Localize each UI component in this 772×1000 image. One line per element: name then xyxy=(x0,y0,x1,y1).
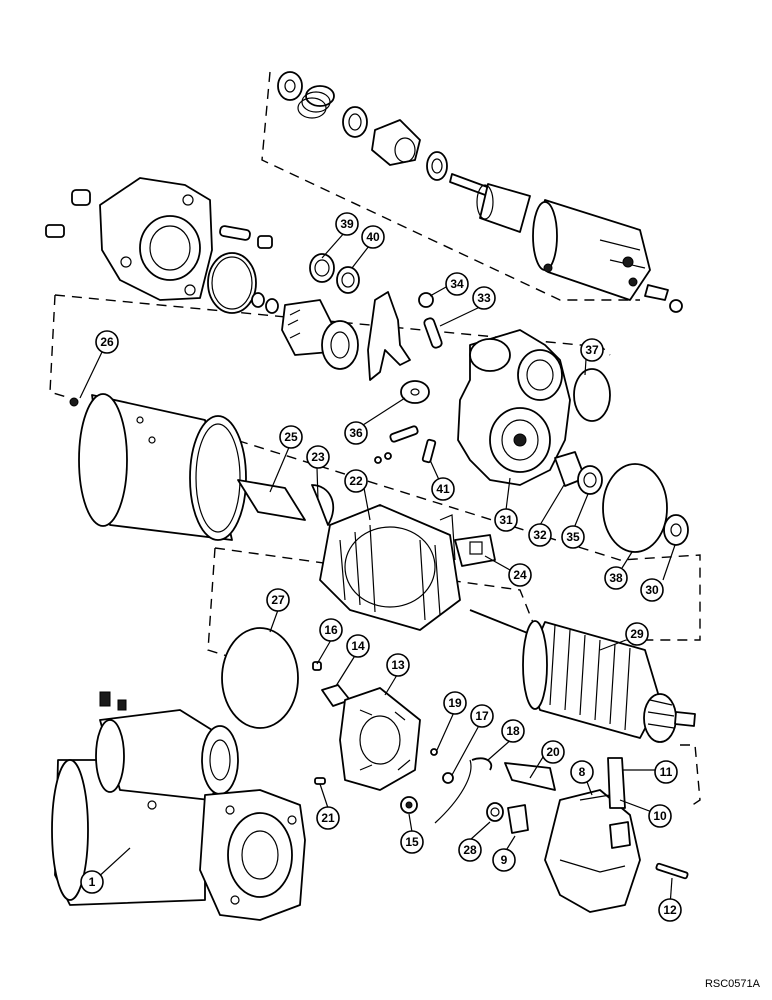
callout-29: 29 xyxy=(625,622,649,646)
svg-text:14: 14 xyxy=(351,639,365,653)
callout-38: 38 xyxy=(604,566,628,590)
callout-11: 11 xyxy=(654,760,678,784)
callout-32: 32 xyxy=(528,523,552,547)
svg-text:23: 23 xyxy=(311,450,325,464)
callout-18: 18 xyxy=(501,719,525,743)
svg-text:28: 28 xyxy=(463,843,477,857)
svg-text:25: 25 xyxy=(284,430,298,444)
commutator-end-frame xyxy=(544,757,689,913)
callout-28: 28 xyxy=(458,838,482,862)
callout-37: 37 xyxy=(580,338,604,362)
callout-33: 33 xyxy=(472,286,496,310)
callout-15: 15 xyxy=(400,830,424,854)
callout-9: 9 xyxy=(492,848,516,872)
callout-31: 31 xyxy=(494,508,518,532)
brush-holder-parts xyxy=(221,627,556,834)
drive-end-housing xyxy=(45,177,279,314)
svg-text:37: 37 xyxy=(585,343,599,357)
callout-24: 24 xyxy=(508,563,532,587)
svg-text:32: 32 xyxy=(533,528,547,542)
svg-text:41: 41 xyxy=(436,482,450,496)
bushings-and-seals xyxy=(554,451,689,553)
callout-10: 10 xyxy=(648,804,672,828)
callout-14: 14 xyxy=(346,634,370,658)
reference-code: RSC0571A xyxy=(704,978,760,990)
callout-16: 16 xyxy=(319,618,343,642)
svg-text:8: 8 xyxy=(579,765,586,779)
svg-text:18: 18 xyxy=(506,724,520,738)
callout-1: 1 xyxy=(80,870,104,894)
callout-35: 35 xyxy=(561,525,585,549)
svg-text:11: 11 xyxy=(660,765,673,779)
shift-lever xyxy=(367,291,443,464)
svg-text:27: 27 xyxy=(271,593,285,607)
callout-30: 30 xyxy=(640,578,664,602)
callout-26: 26 xyxy=(95,330,119,354)
svg-text:38: 38 xyxy=(609,571,623,585)
callout-8: 8 xyxy=(570,760,594,784)
svg-text:10: 10 xyxy=(653,809,667,823)
svg-text:36: 36 xyxy=(349,426,363,440)
callouts: 1 8 9 10 11 12 13 14 15 16 17 18 19 20 2… xyxy=(80,212,682,922)
svg-text:16: 16 xyxy=(324,623,338,637)
field-coil-assembly xyxy=(319,504,496,631)
svg-text:19: 19 xyxy=(448,696,462,710)
svg-text:13: 13 xyxy=(391,658,405,672)
svg-text:40: 40 xyxy=(366,230,380,244)
callout-22: 22 xyxy=(344,469,368,493)
svg-text:17: 17 xyxy=(475,709,489,723)
callout-13: 13 xyxy=(386,653,410,677)
svg-text:1: 1 xyxy=(89,875,96,889)
svg-text:9: 9 xyxy=(501,853,508,867)
pinion-drive xyxy=(281,253,360,370)
callout-23: 23 xyxy=(306,445,330,469)
callout-21: 21 xyxy=(316,806,340,830)
intermediate-housing xyxy=(457,329,611,486)
svg-text:34: 34 xyxy=(450,277,464,291)
armature xyxy=(469,609,696,743)
spring-stack xyxy=(297,85,335,119)
svg-text:21: 21 xyxy=(321,811,335,825)
assembled-starter-motor xyxy=(51,691,306,921)
svg-text:22: 22 xyxy=(349,474,363,488)
svg-text:33: 33 xyxy=(477,291,491,305)
svg-text:31: 31 xyxy=(499,513,513,527)
motor-frame xyxy=(69,393,334,541)
callout-17: 17 xyxy=(470,704,494,728)
svg-text:12: 12 xyxy=(663,903,677,917)
callout-40: 40 xyxy=(361,225,385,249)
solenoid-plunger-parts xyxy=(277,71,531,233)
svg-text:39: 39 xyxy=(340,217,354,231)
callout-27: 27 xyxy=(266,588,290,612)
callout-36: 36 xyxy=(344,421,368,445)
callout-19: 19 xyxy=(443,691,467,715)
solenoid-body xyxy=(532,199,683,313)
svg-text:26: 26 xyxy=(100,335,114,349)
svg-text:15: 15 xyxy=(405,835,419,849)
callout-12: 12 xyxy=(658,898,682,922)
callout-25: 25 xyxy=(279,425,303,449)
svg-text:24: 24 xyxy=(513,568,527,582)
callout-41: 41 xyxy=(431,477,455,501)
svg-text:20: 20 xyxy=(546,745,560,759)
svg-text:29: 29 xyxy=(630,627,644,641)
callout-34: 34 xyxy=(445,272,469,296)
callout-20: 20 xyxy=(541,740,565,764)
svg-text:35: 35 xyxy=(566,530,580,544)
callout-39: 39 xyxy=(335,212,359,236)
svg-text:30: 30 xyxy=(645,583,659,597)
